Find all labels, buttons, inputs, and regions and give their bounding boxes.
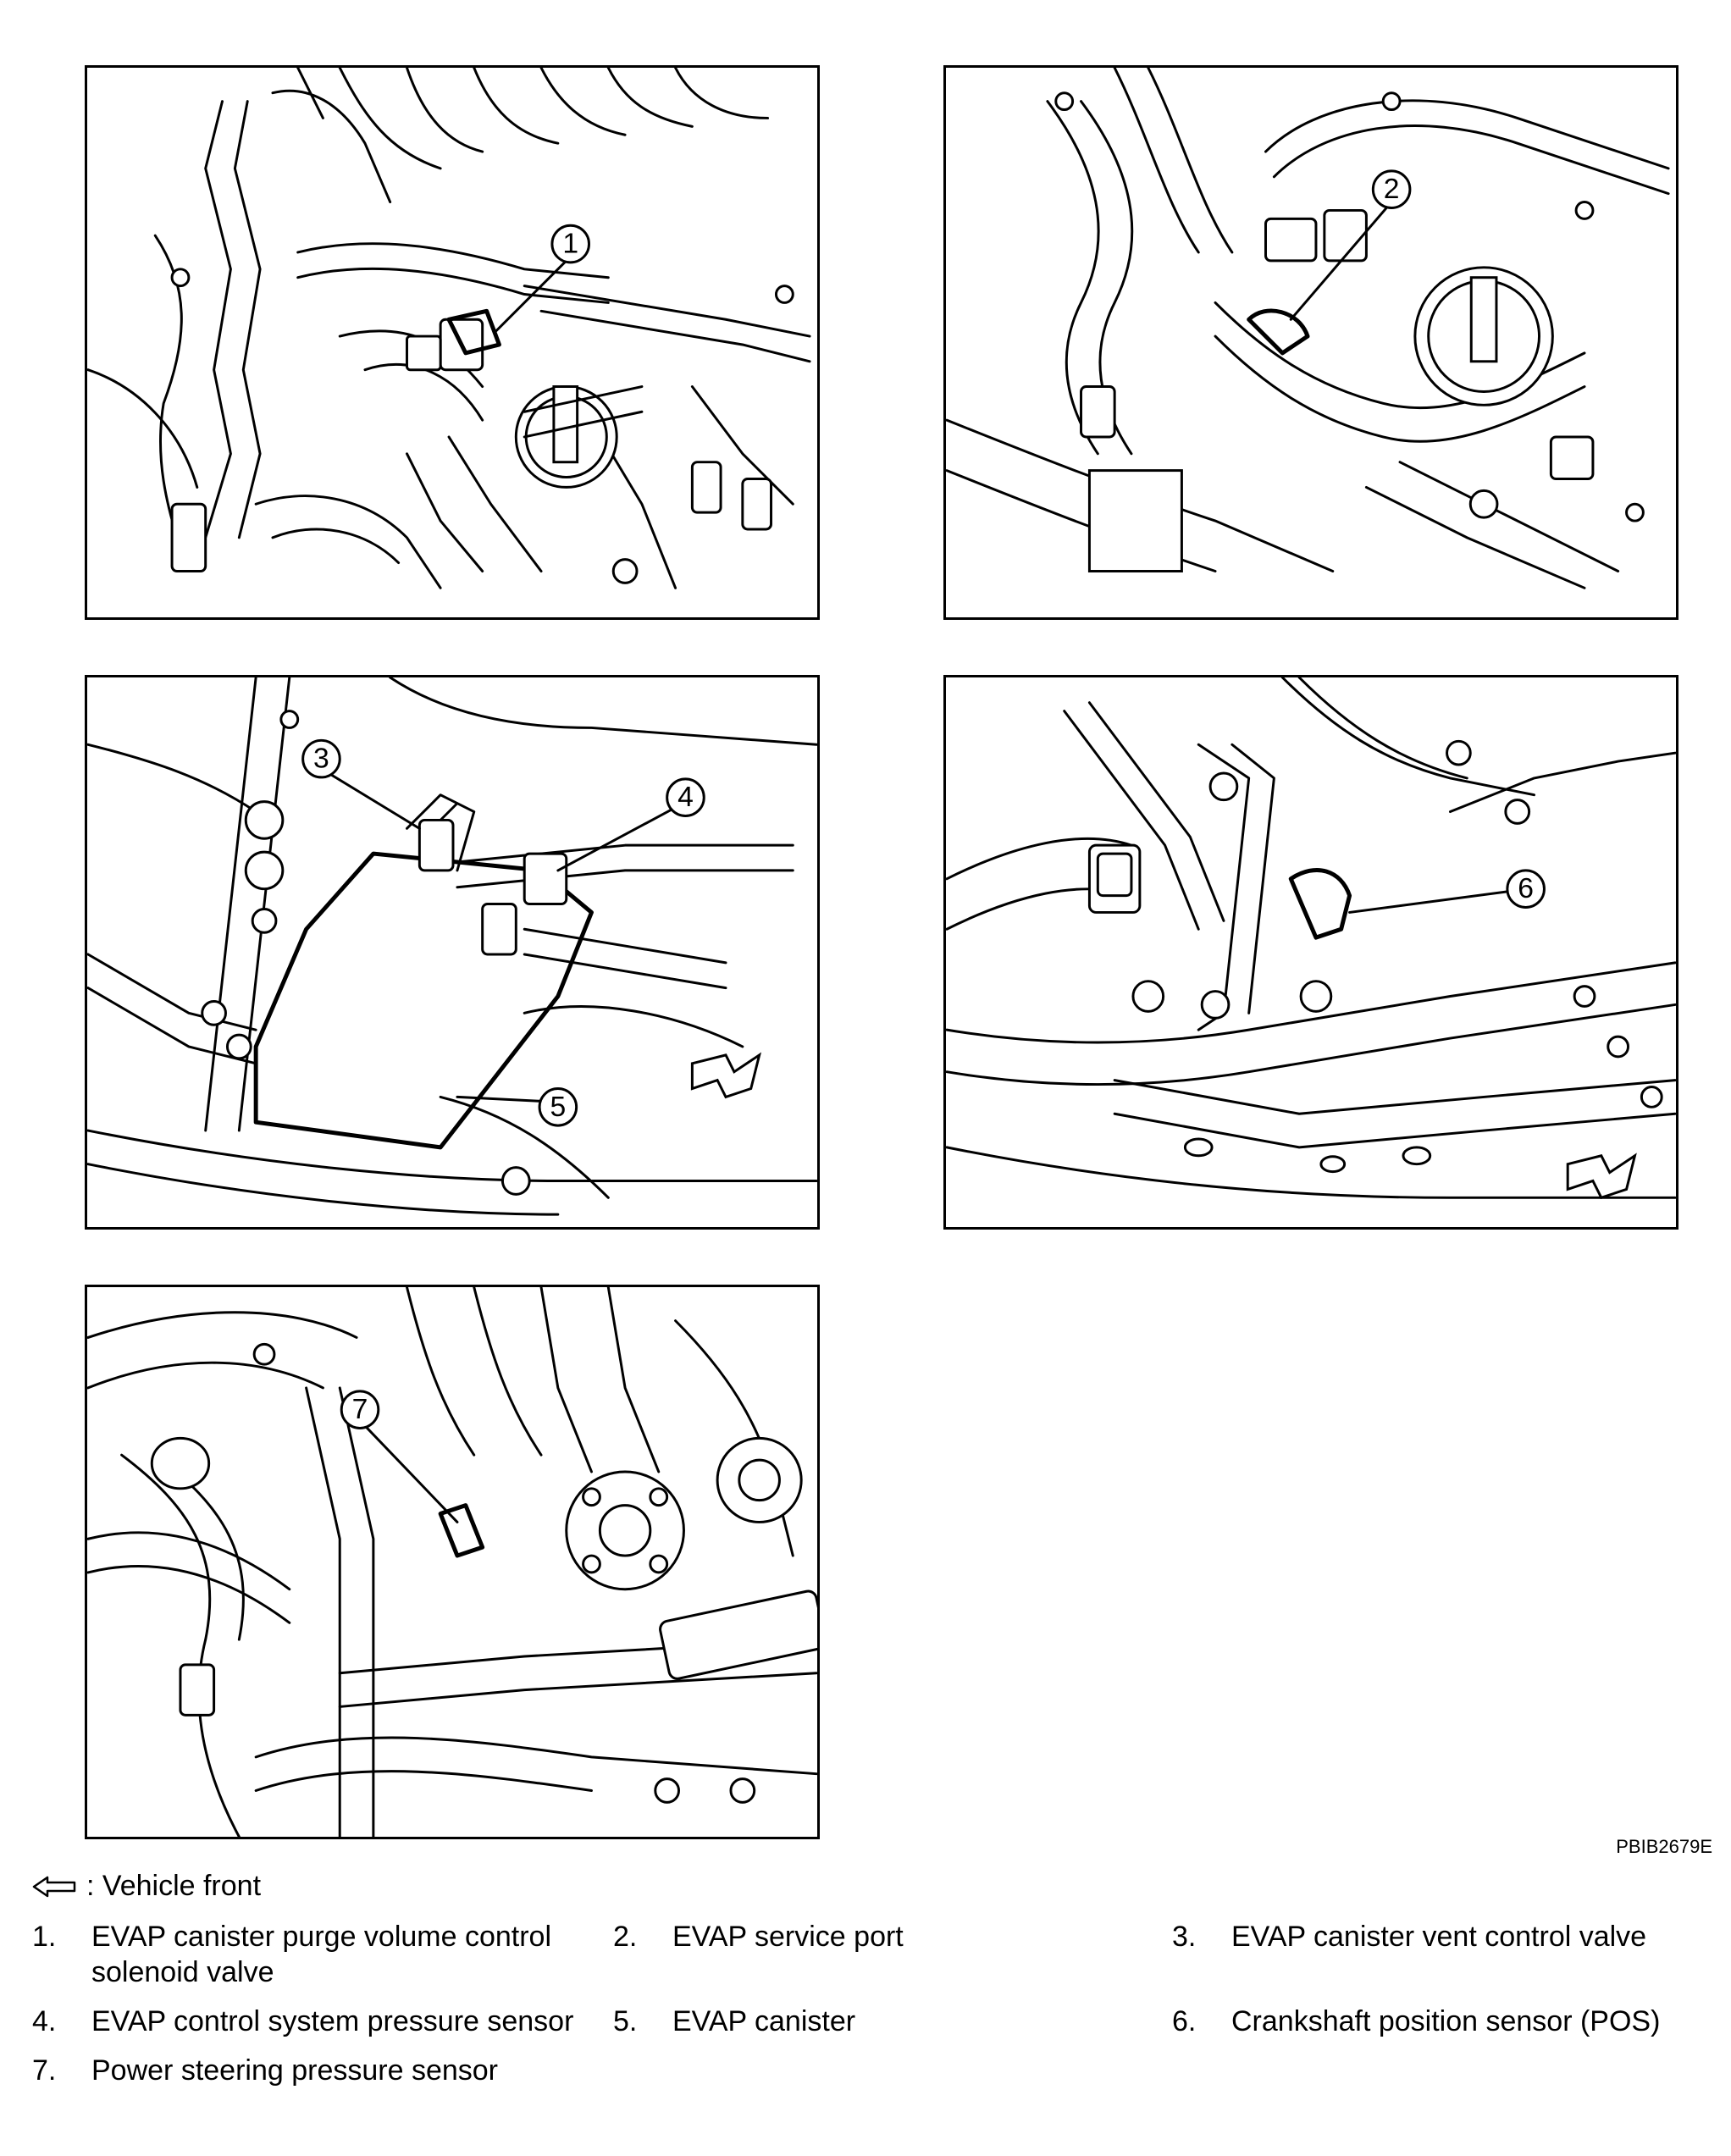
callout-6 [1506, 869, 1546, 909]
callout-3-label: 3 [313, 744, 329, 775]
legend-item-1: 1. EVAP canister purge volume control so… [0, 1919, 608, 1990]
callout-5 [538, 1087, 578, 1127]
engine-top-illustration-1: 1 [87, 68, 811, 589]
callout-2-label: 2 [1384, 174, 1400, 205]
legend-item-label: EVAP control system pressure sensor [91, 2005, 574, 2037]
legend-item-number: 2. [613, 1921, 638, 1953]
crankshaft-sensor-illustration: 6 [946, 677, 1676, 1200]
legend-item-label: EVAP service port [672, 1921, 904, 1953]
legend-item-label: EVAP canister [672, 2005, 856, 2037]
legend-item-number: 5. [613, 2005, 638, 2037]
diagram-panel-2: 2 [943, 65, 1678, 620]
legend-item-label: Power steering pressure sensor [91, 2054, 499, 2087]
callout-7-label: 7 [352, 1394, 368, 1425]
diagram-panel-1: 1 [85, 65, 820, 620]
evap-canister-illustration: 3 4 5 [87, 677, 817, 1216]
callout-1-label: 1 [562, 229, 578, 260]
diagram-panel-4: 6 [943, 675, 1678, 1230]
legend-item-label: EVAP canister vent control valve [1231, 1921, 1647, 1953]
callout-2 [1371, 169, 1412, 209]
legend-item-2: 2. EVAP service port [583, 1919, 1197, 1954]
legend-item-4: 4. EVAP control system pressure sensor [0, 2004, 633, 2039]
callout-7 [340, 1390, 380, 1429]
legend-item-3: 3. EVAP canister vent control valve [1142, 1919, 1706, 1954]
legend-item-number: 6. [1172, 2005, 1197, 2037]
callout-4-label: 4 [677, 782, 694, 813]
diagram-panel-3: 3 4 5 [85, 675, 820, 1230]
legend-item-number: 1. [32, 1921, 57, 1953]
callout-1 [550, 224, 590, 264]
legend-vehicle-front-label: : Vehicle front [86, 1870, 262, 1902]
callout-3 [301, 738, 341, 779]
diagram-panel-5: 7 [85, 1285, 820, 1839]
legend-item-7: 7. Power steering pressure sensor [0, 2053, 617, 2088]
callout-6-label: 6 [1518, 873, 1534, 904]
callout-4 [666, 777, 705, 817]
engine-top-illustration-2: 2 [946, 68, 1670, 589]
legend-item-number: 3. [1172, 1921, 1197, 1953]
figure-code: PBIB2679E [1616, 1836, 1712, 1857]
legend-item-label: Crankshaft position sensor (POS) [1231, 2005, 1661, 2037]
legend-item-5: 5. EVAP canister [583, 2004, 1197, 2039]
legend-vehicle-front: : Vehicle front [32, 1870, 261, 1903]
legend-item-label: EVAP canister purge volume control solen… [91, 1921, 552, 1988]
legend-item-number: 7. [32, 2054, 57, 2087]
vehicle-front-arrow-icon [32, 1876, 76, 1897]
legend-item-6: 6. Crankshaft position sensor (POS) [1142, 2004, 1706, 2039]
power-steering-illustration: 7 [87, 1287, 817, 1837]
legend-item-number: 4. [32, 2005, 57, 2037]
callout-5-label: 5 [550, 1092, 566, 1123]
